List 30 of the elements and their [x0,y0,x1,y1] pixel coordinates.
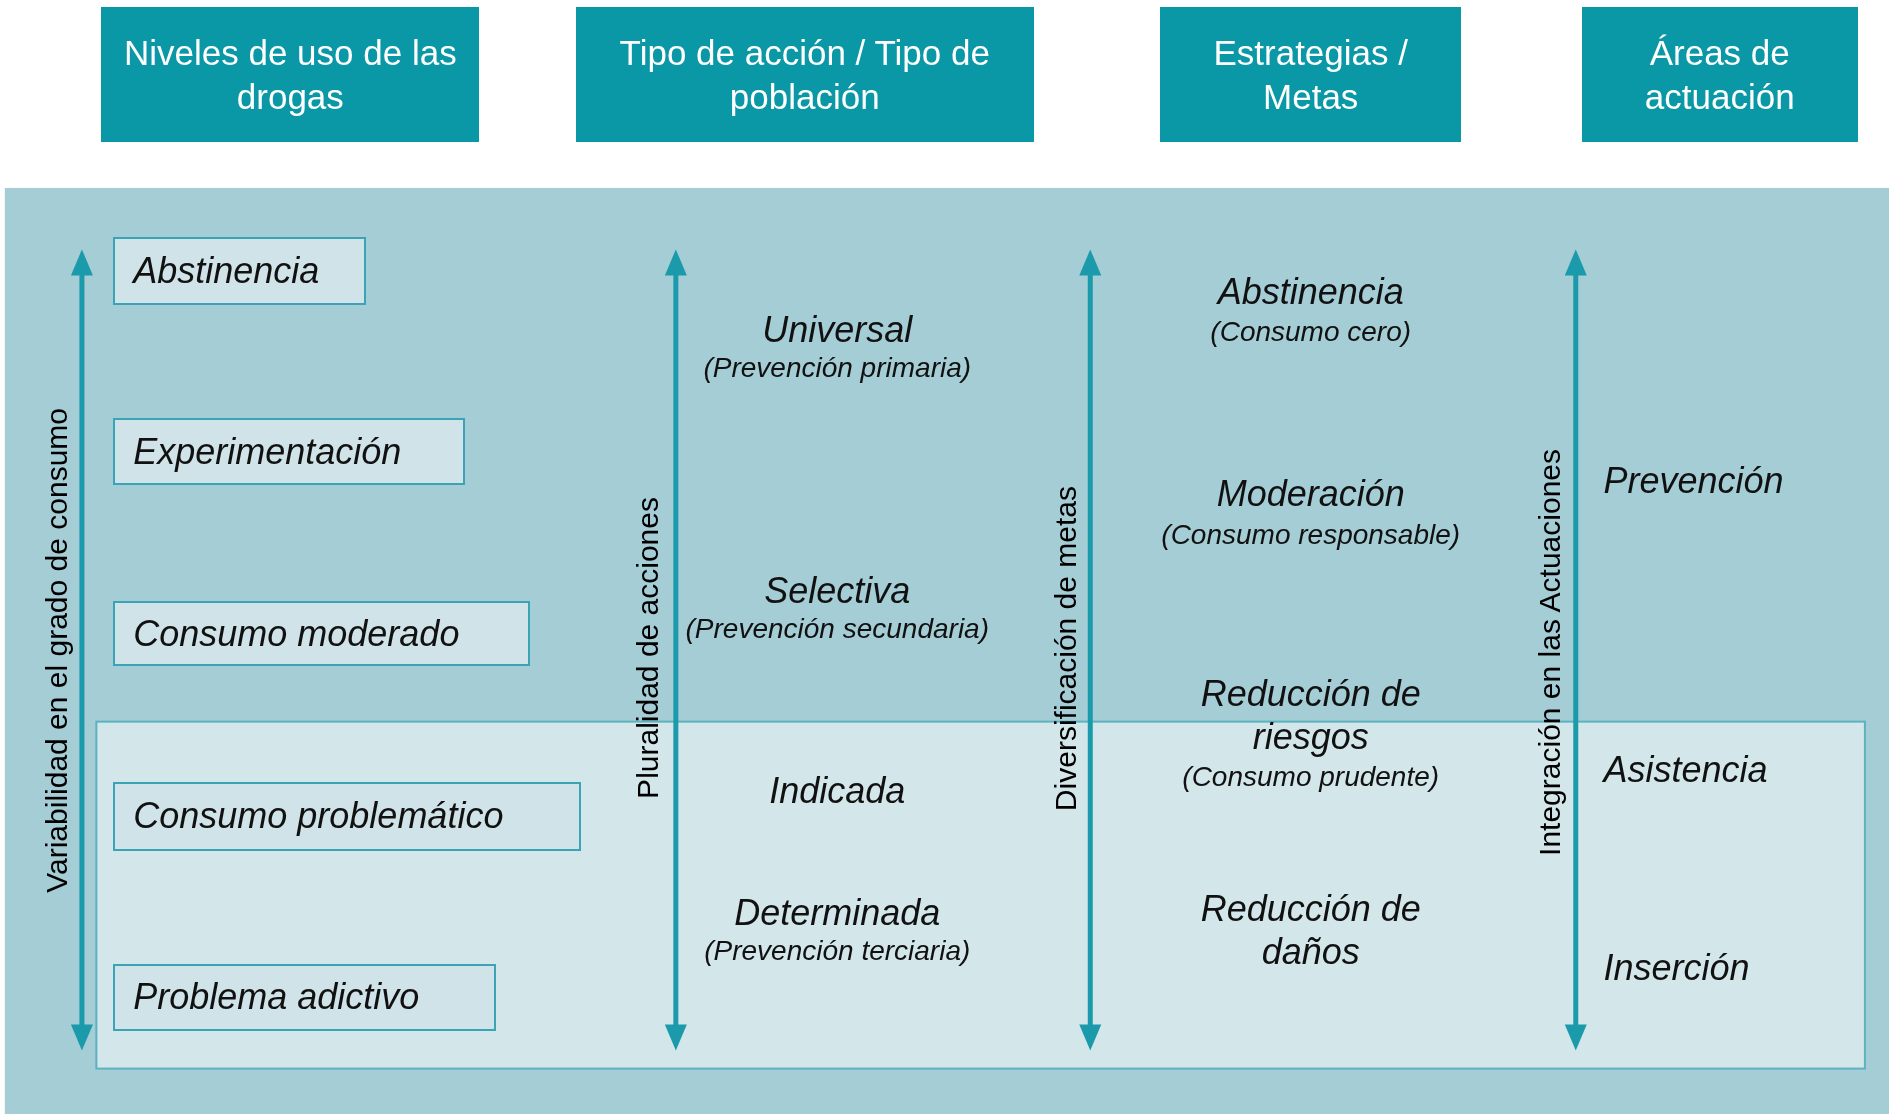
item-text: Reducción de riesgos [1199,672,1422,759]
axis-label: Variabilidad en el grado de consumo [39,408,74,893]
level-box: Problema adictivo [113,963,497,1032]
note-text: (Consumo cero) [1209,315,1413,350]
axis-label: Integración en las Actuaciones [1533,449,1568,857]
column-header: Niveles de uso de las drogas [101,7,480,143]
level-box: Consumo moderado [113,601,531,667]
column-header: Estrategias / Metas [1160,7,1462,143]
item-text: Prevención [1603,459,1785,503]
item-text: Reducción de daños [1199,886,1422,974]
note-text: (Consumo responsable) [1160,517,1462,552]
column-header: Áreas de actuación [1581,7,1858,143]
item-text: Indicada [768,768,907,812]
note-text: (Consumo prudente) [1181,759,1441,794]
column-header: Tipo de acción / Tipo de población [575,7,1034,143]
note-text: (Prevención terciaria) [703,934,972,969]
item-text: Determinada [733,891,942,935]
axis-label: Pluralidad de acciones [631,497,666,800]
item-text: Inserción [1603,945,1751,989]
item-text: Universal [761,308,914,352]
item-text: Selectiva [763,568,912,612]
note-text: (Prevención primaria) [702,351,973,386]
note-text: (Prevención secundaria) [684,611,990,646]
level-box: Experimentación [113,418,465,486]
item-text: Moderación [1215,472,1406,516]
item-text: Abstinencia [1215,269,1405,314]
axis-label: Diversificación de metas [1049,485,1084,811]
level-box: Consumo problemático [113,781,581,851]
level-box: Abstinencia [113,237,367,305]
item-text: Asistencia [1603,748,1769,792]
